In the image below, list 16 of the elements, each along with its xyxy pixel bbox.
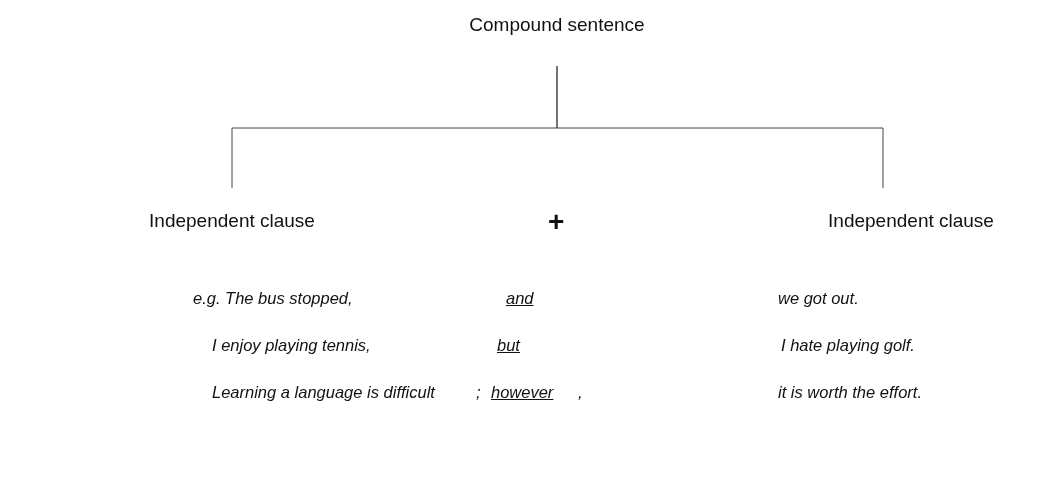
example-text: I enjoy playing tennis,	[212, 337, 371, 354]
tree-branch-text: Independent clause	[149, 210, 315, 232]
example-text: we got out.	[778, 290, 859, 307]
example-text: I hate playing golf.	[781, 337, 915, 354]
example-text: ;	[476, 384, 481, 401]
example-text: it is worth the effort.	[778, 384, 922, 401]
connector-word: but	[497, 337, 520, 354]
connector-word: and	[506, 290, 534, 307]
tree-root-text: Compound sentence	[469, 14, 645, 36]
plus-sign: +	[548, 208, 565, 236]
connector-word: however	[491, 384, 554, 401]
tree-connector	[556, 65, 884, 189]
example-text: Learning a language is difficult	[212, 384, 435, 401]
example-text: e.g. The bus stopped,	[193, 290, 353, 307]
example-text: ,	[578, 384, 583, 401]
tree-branch-text: Independent clause	[828, 210, 994, 232]
